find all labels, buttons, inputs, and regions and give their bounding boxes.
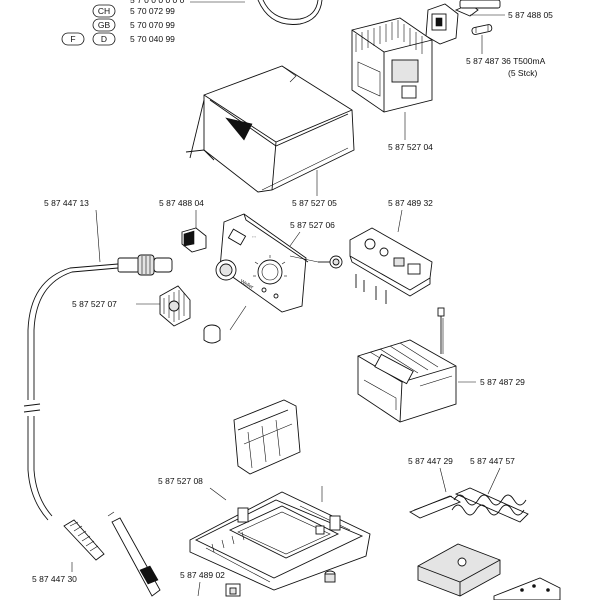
leader-489-02 <box>197 581 201 597</box>
leader-527-06 <box>289 231 301 247</box>
sponge-tray-drawing <box>493 577 561 601</box>
soldering-iron-tip-drawing <box>107 511 161 597</box>
leader-489-32 <box>397 209 403 233</box>
holder-coil-drawing <box>451 487 529 523</box>
label-5-87-527-05: 5 87 527 05 <box>292 198 337 208</box>
front-panel-drawing: Weller ▫ ▫ <box>215 213 309 313</box>
iron-connector-plug-drawing <box>117 254 173 276</box>
country-code-row-cut: 5 7 0 0 0 0 0 0 <box>130 0 185 5</box>
cover-vent-shading <box>225 117 253 141</box>
label-5-87-447-29: 5 87 447 29 <box>408 456 453 466</box>
label-5-87-527-06: 5 87 527 06 <box>290 220 335 230</box>
connector-socket-drawing <box>225 583 241 597</box>
leader-447-57 <box>487 467 501 495</box>
power-switch-drawing <box>181 227 207 253</box>
country-row-gb: GB 5 70 070 99 <box>92 18 175 32</box>
base-housing-drawing <box>189 491 371 591</box>
country-badge-f <box>61 32 85 46</box>
transformer-drawing <box>357 339 457 423</box>
potentiometer-drawing <box>289 255 343 269</box>
label-5-87-527-08: 5 87 527 08 <box>158 476 203 486</box>
country-code-gb: GB <box>98 20 111 30</box>
country-code-table: 5 7 0 0 0 0 0 0 CH 5 70 072 99 GB 5 70 0… <box>61 0 245 46</box>
soldering-cable-drawing <box>23 263 119 521</box>
panel-small-marks: ▫ ▫ <box>252 234 257 239</box>
label-5-87-527-07: 5 87 527 07 <box>72 299 117 309</box>
leader-447-13 <box>95 209 101 263</box>
power-cord-inner <box>262 0 319 20</box>
control-knob-drawing <box>159 285 191 327</box>
label-5-87-488-04: 5 87 488 04 <box>159 198 204 208</box>
country-code-f: F <box>70 34 75 44</box>
label-5-87-489-32: 5 87 489 32 <box>388 198 433 208</box>
part-number-f-d: 5 70 040 99 <box>130 34 175 44</box>
shield-plate-drawing <box>233 399 301 475</box>
country-badge-ch <box>92 4 116 18</box>
screw-drawing <box>437 307 445 354</box>
country-badge-gb <box>92 18 116 32</box>
label-5-87-488-05: 5 87 488 05 <box>508 10 553 20</box>
fuse-drawing <box>471 24 493 35</box>
soldering-iron-handle-drawing <box>63 519 105 561</box>
country-code-d: D <box>101 34 107 44</box>
iron-holder-spring-drawing <box>408 495 462 519</box>
part-number-ch: 5 70 072 99 <box>130 6 175 16</box>
cleaning-sponge-drawing <box>417 543 501 597</box>
base-foot-drawing <box>324 570 336 583</box>
country-badge-d <box>92 32 116 46</box>
part-number-gb: 5 70 070 99 <box>130 20 175 30</box>
country-row-f-d: F D 5 70 040 99 <box>61 32 175 46</box>
leader-447-29 <box>439 467 447 493</box>
control-pcb-drawing <box>349 227 433 304</box>
leader-527-08 <box>209 487 227 501</box>
label-5-87-447-30: 5 87 447 30 <box>32 574 77 584</box>
label-fuse-quantity: (5 Stck) <box>508 68 537 78</box>
mains-pcb-drawing <box>351 17 433 113</box>
label-5-87-447-13: 5 87 447 13 <box>44 198 89 208</box>
label-5-87-487-29: 5 87 487 29 <box>480 377 525 387</box>
power-cord-drawing <box>257 0 323 25</box>
housing-cover-drawing <box>185 65 355 193</box>
label-5-87-487-36: 5 87 487 36 T500mA <box>466 56 546 66</box>
power-socket-drawing <box>425 0 501 45</box>
country-row-ch: CH 5 70 072 99 <box>92 4 175 18</box>
knob-cap-drawing <box>203 324 221 344</box>
leader-knob-cap <box>229 305 247 331</box>
country-code-ch: CH <box>98 6 110 16</box>
label-5-87-489-02: 5 87 489 02 <box>180 570 225 580</box>
label-5-87-527-04: 5 87 527 04 <box>388 142 433 152</box>
label-5-87-447-57: 5 87 447 57 <box>470 456 515 466</box>
